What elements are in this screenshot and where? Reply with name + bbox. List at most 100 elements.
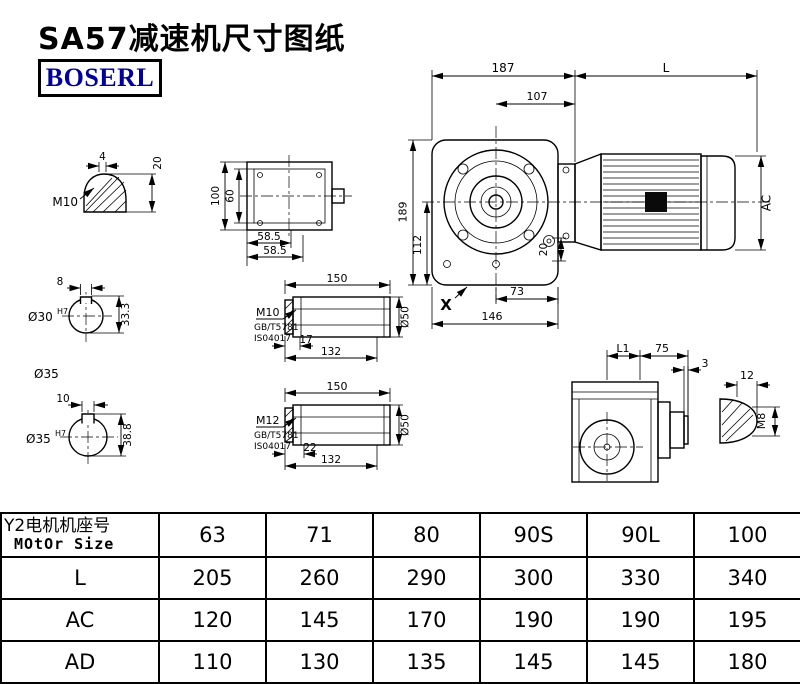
value-cell: 340 bbox=[693, 556, 800, 600]
fan-cowl bbox=[700, 155, 736, 251]
table-row-AC: AC 120 145 170 190 190 195 bbox=[0, 598, 800, 642]
size-90l-cell: 90L bbox=[586, 512, 695, 558]
value-cell: 330 bbox=[586, 556, 695, 600]
thread-m10-tap-label: M10 bbox=[256, 306, 280, 319]
value-cell: 195 bbox=[693, 598, 800, 642]
motor-nameplate bbox=[645, 192, 667, 212]
hollow-shaft-30-view: 150 Ø50 M10 GB/T5781 IS04017 17 132 bbox=[254, 272, 412, 362]
dim-12-label: 12 bbox=[740, 369, 754, 382]
size-100-cell: 100 bbox=[693, 512, 800, 558]
row-label-L: L bbox=[0, 556, 160, 600]
value-cell: 120 bbox=[158, 598, 267, 642]
dim-20-label: 20 bbox=[152, 156, 164, 169]
shaft-barrel bbox=[292, 404, 391, 446]
dim-60-label: 60 bbox=[225, 189, 237, 202]
dim-107-label: 107 bbox=[527, 90, 548, 103]
thread-m10-label: M10 bbox=[52, 195, 78, 209]
keyway-bore-30-view: 8 Ø30 H7 33.3 bbox=[28, 276, 132, 342]
dim-d50-label: Ø50 bbox=[400, 414, 412, 436]
table-row-L: L 205 260 290 300 330 340 bbox=[0, 556, 800, 600]
dim-L1-label: L1 bbox=[616, 342, 629, 355]
plug-outline bbox=[719, 398, 758, 444]
brand-logo: BOSERL bbox=[38, 59, 162, 97]
size-71-cell: 71 bbox=[265, 512, 374, 558]
motor-size-header-cell: Y2电机机座号 MOtOr Size bbox=[0, 512, 160, 558]
dim-22-label: 22 bbox=[303, 442, 316, 454]
dim-333-label: 33.3 bbox=[120, 303, 132, 326]
plug-hatch bbox=[84, 176, 127, 213]
hollow-shaft-35-view: 150 Ø50 M12 GB/T5781 IS04017 22 132 bbox=[254, 380, 412, 470]
plug-hatch bbox=[721, 399, 754, 442]
motor-size-header-cn: Y2电机机座号 bbox=[4, 515, 111, 536]
value-cell: 145 bbox=[586, 640, 695, 684]
row-label-AC: AC bbox=[0, 598, 160, 642]
value-cell: 145 bbox=[265, 598, 374, 642]
dim-189-label: 189 bbox=[397, 202, 410, 223]
keyway-bore-35-view: Ø35 10 Ø35 H7 38.8 bbox=[26, 367, 134, 466]
dim-L-label: L bbox=[663, 61, 670, 75]
bore-30-label: Ø30 bbox=[28, 310, 53, 324]
table-header-row: Y2电机机座号 MOtOr Size 63 71 80 90S 90L 100 bbox=[0, 512, 800, 558]
dim-388-label: 38.8 bbox=[122, 423, 134, 446]
dim-132-label: 132 bbox=[321, 346, 341, 358]
gearbox-housing bbox=[431, 139, 559, 286]
dim-AC-label: AC bbox=[760, 195, 774, 211]
dim-17-label: 17 bbox=[299, 334, 312, 346]
technical-drawing: 4 20 M10 100 60 58.5 58.5 bbox=[26, 61, 780, 483]
dim-100-label: 100 bbox=[210, 186, 222, 206]
dim-73-label: 73 bbox=[510, 285, 524, 298]
value-cell: 290 bbox=[372, 556, 481, 600]
value-cell: 170 bbox=[372, 598, 481, 642]
value-cell: 145 bbox=[479, 640, 588, 684]
row-label-AD: AD bbox=[0, 640, 160, 684]
thread-m12-tap-label: M12 bbox=[256, 414, 280, 427]
motor-size-header-en: MOtOr Size bbox=[14, 535, 115, 554]
dim-d50-label: Ø50 bbox=[400, 306, 412, 328]
bore-35-label: Ø35 bbox=[26, 432, 51, 446]
output-hub-circle bbox=[579, 419, 635, 475]
motor-size-table: Y2电机机座号 MOtOr Size 63 71 80 90S 90L 100 … bbox=[0, 512, 800, 684]
output-flange-circle bbox=[443, 149, 549, 255]
keyway-30 bbox=[79, 296, 93, 304]
bore-35-tol-label: H7 bbox=[55, 429, 66, 438]
size-63-cell: 63 bbox=[158, 512, 267, 558]
dim-112-label: 112 bbox=[412, 235, 424, 255]
dim-150-label: 150 bbox=[327, 380, 348, 393]
main-assembly-front-view: 187 L 107 189 112 AC 20 73 146 X bbox=[397, 61, 774, 329]
sheet-title: SA57减速机尺寸图纸 bbox=[38, 22, 346, 57]
dim-146-label: 146 bbox=[482, 310, 503, 323]
dim-585b-label: 58.5 bbox=[263, 245, 286, 257]
std-gbt5781-label: GB/T5781 bbox=[254, 323, 299, 333]
value-cell: 180 bbox=[693, 640, 800, 684]
table-row-AD: AD 110 130 135 145 145 180 bbox=[0, 640, 800, 684]
shaft-barrel bbox=[292, 296, 391, 338]
std-iso4017-label: IS04017 bbox=[254, 442, 291, 452]
value-cell: 130 bbox=[265, 640, 374, 684]
std-gbt5781-label: GB/T5781 bbox=[254, 431, 299, 441]
gearbox-side-view: L1 75 3 bbox=[571, 342, 709, 483]
dim-4-label: 4 bbox=[99, 151, 106, 163]
dim-75-label: 75 bbox=[655, 342, 669, 355]
dia-35-label: Ø35 bbox=[34, 367, 59, 381]
value-cell: 260 bbox=[265, 556, 374, 600]
bore-30-tol-label: H7 bbox=[57, 307, 68, 316]
input-housing bbox=[657, 401, 671, 459]
flange-top-view: 100 60 58.5 58.5 bbox=[210, 155, 352, 266]
std-iso4017-label: IS04017 bbox=[254, 334, 291, 344]
size-90s-cell: 90S bbox=[479, 512, 588, 558]
motor-flange bbox=[557, 163, 576, 243]
dim-132-label: 132 bbox=[321, 454, 341, 466]
dim-187-label: 187 bbox=[492, 61, 515, 75]
dim-585a-label: 58.5 bbox=[257, 231, 280, 243]
value-cell: 205 bbox=[158, 556, 267, 600]
dim-key10-label: 10 bbox=[56, 393, 69, 405]
plug-m8-view: 12 M8 bbox=[719, 369, 780, 444]
value-cell: 190 bbox=[586, 598, 695, 642]
plug-outline bbox=[83, 173, 127, 213]
value-cell: 110 bbox=[158, 640, 267, 684]
dim-key8-label: 8 bbox=[57, 276, 64, 288]
value-cell: 190 bbox=[479, 598, 588, 642]
dim-20-label: 20 bbox=[538, 243, 550, 256]
value-cell: 135 bbox=[372, 640, 481, 684]
